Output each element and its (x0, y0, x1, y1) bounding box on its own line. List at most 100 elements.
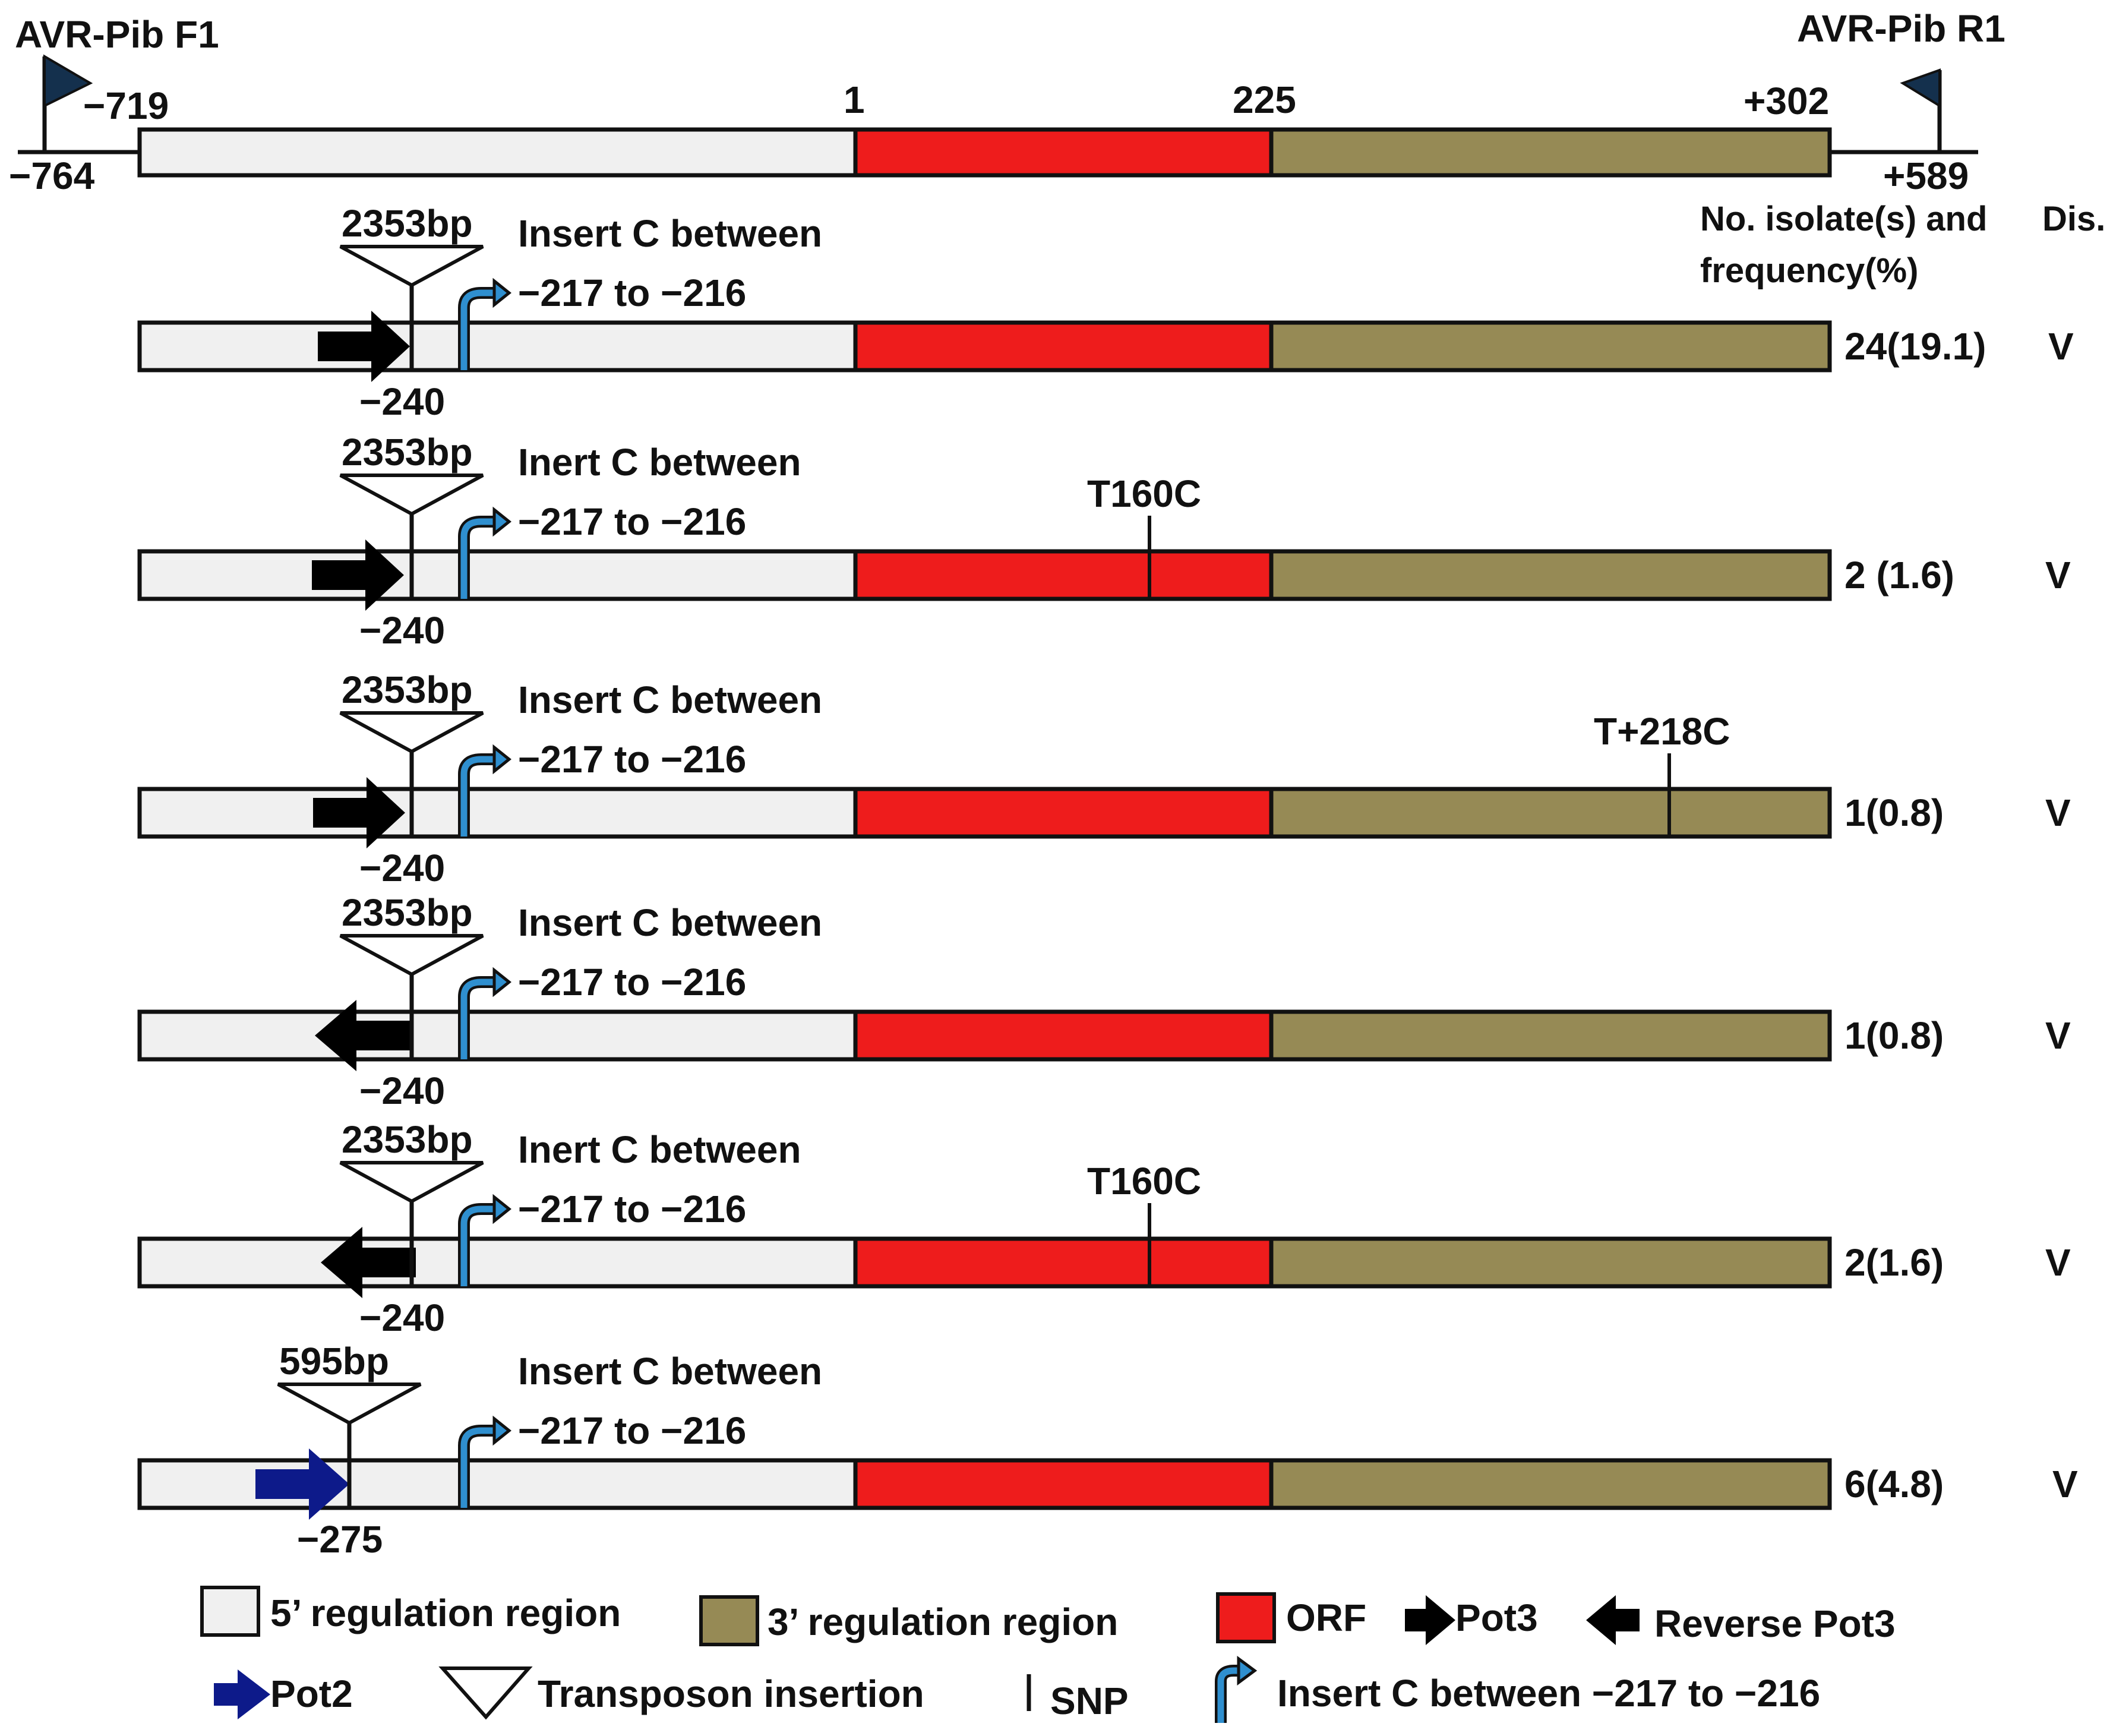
insert-size-label: 2353bp (342, 668, 473, 711)
legend-orf-swatch (1216, 1592, 1276, 1643)
insert-c-label-line2: −217 to −216 (518, 961, 746, 1003)
insert-c-label-line1: Inert C between (518, 441, 801, 484)
insert-c-arrowhead-icon (492, 1415, 512, 1446)
orf-region (853, 1009, 1274, 1062)
position-end-label: +589 (1883, 154, 1969, 197)
reverse-pot3-arrow-icon (321, 1227, 416, 1298)
legend-pot3-arrow-icon (1405, 1595, 1455, 1645)
isolates-frequency: 6(4.8) (1844, 1463, 1944, 1505)
insert-c-label-line2: −217 to −216 (518, 272, 746, 314)
insert-c-label-line2: −217 to −216 (518, 1188, 746, 1230)
three-prime-region (1269, 1458, 1832, 1510)
insert-c-label-line1: Insert C between (518, 212, 822, 255)
three-prime-region (1269, 320, 1832, 373)
position-five-prime-start-label: −719 (83, 84, 169, 127)
legend-pot2-arrow-icon (214, 1669, 270, 1719)
orf-region (853, 320, 1274, 373)
pot-position-label: −240 (359, 1296, 445, 1339)
legend-insert-c-arrowhead-icon (1237, 1656, 1258, 1686)
insert-c-label-line2: −217 to −216 (518, 500, 746, 543)
isolates-frequency: 2 (1.6) (1844, 554, 1954, 596)
legend-insert-c-label: Insert C between −217 to −216 (1277, 1672, 1820, 1715)
column-headers: No. isolate(s) and frequency(%) Dis. (1700, 200, 2105, 290)
distribution-value: V (2045, 554, 2071, 596)
reverse-primer-flag-icon (1900, 68, 1941, 108)
isolates-frequency: 1(0.8) (1844, 1014, 1944, 1057)
insert-size-label: 2353bp (342, 202, 473, 245)
transposon-insertion-icon (339, 1161, 484, 1204)
legend-insert-c-arrow-icon-fill (1217, 1667, 1242, 1723)
distribution-value: V (2052, 1463, 2078, 1505)
five-prime-region (137, 320, 858, 373)
legend-transposon-insertion-icon (438, 1666, 533, 1720)
pot-position-label: −275 (297, 1518, 383, 1561)
insert-c-label-line1: Insert C between (518, 678, 822, 721)
legend-five-prime-swatch (200, 1586, 260, 1637)
pot-position-label: −240 (359, 1069, 445, 1112)
snp-label: T160C (1087, 1160, 1201, 1202)
legend-snp-label: SNP (1050, 1680, 1129, 1722)
distribution-value: V (2045, 1014, 2071, 1057)
insert-c-label-line2: −217 to −216 (518, 1409, 746, 1452)
insert-c-label-line2: −217 to −216 (518, 738, 746, 781)
position-start-label: −764 (9, 154, 95, 197)
legend-reverse-pot3-label: Reverse Pot3 (1654, 1602, 1896, 1645)
legend-three-prime-swatch (699, 1595, 759, 1646)
insert-size-label: 2353bp (342, 431, 473, 474)
legend-orf-label: ORF (1286, 1596, 1366, 1639)
insert-c-label-line1: Insert C between (518, 1350, 822, 1393)
insert-c-arrow-icon-fill (460, 1205, 497, 1286)
three-prime-region (1269, 1009, 1832, 1062)
pot3-arrow-icon (318, 311, 410, 382)
legend-three-prime-label: 3’ regulation region (767, 1601, 1118, 1643)
forward-primer-label: AVR-Pib F1 (15, 13, 219, 56)
legend-pot2-label: Pot2 (270, 1672, 353, 1715)
distribution-value: V (2048, 325, 2074, 368)
legend-reverse-pot3-arrow-icon (1586, 1595, 1640, 1645)
position-orf-start-label: 1 (844, 78, 865, 121)
insert-c-arrowhead-icon (492, 744, 512, 775)
pot-position-label: −240 (359, 847, 445, 889)
orf-region (853, 787, 1274, 839)
legend-five-prime-label: 5’ regulation region (270, 1592, 621, 1634)
insert-c-label-line1: Inert C between (518, 1128, 801, 1171)
haplotype-row: T+218C 2353bp Insert C between −217 to −… (137, 668, 2071, 889)
transposon-insertion-icon (339, 245, 484, 288)
transposon-insertion-icon (277, 1383, 422, 1425)
orf-region (853, 1236, 1274, 1289)
reference-gene: AVR-Pib F1 AVR-Pib R1 −764 −719 1 225 +3… (9, 7, 2005, 197)
insert-c-arrow-icon-fill (460, 518, 497, 599)
transposon-insertion-icon (339, 711, 484, 754)
five-prime-region (137, 1009, 858, 1062)
snp-label: T160C (1087, 472, 1201, 515)
insert-c-arrowhead-icon (492, 1194, 512, 1224)
insert-c-arrow-icon-fill (460, 979, 497, 1059)
position-orf-end-label: 225 (1233, 78, 1296, 121)
orf-region (853, 1458, 1274, 1510)
five-prime-region (137, 787, 858, 839)
distribution-header: Dis. (2042, 200, 2105, 238)
transposon-insertion-icon (339, 474, 484, 516)
insert-size-label: 2353bp (342, 1118, 473, 1161)
isolates-frequency: 1(0.8) (1844, 791, 1944, 834)
insert-c-arrowhead-icon (492, 967, 512, 998)
insert-c-arrow-icon-fill (460, 1427, 497, 1508)
insert-c-arrowhead-icon (492, 277, 512, 308)
three-prime-region (1269, 1236, 1832, 1289)
snp-label: T+218C (1594, 710, 1730, 753)
insert-c-arrow-icon-fill (460, 289, 497, 370)
pot-position-label: −240 (359, 380, 445, 423)
position-three-prime-end-label: +302 (1744, 80, 1829, 122)
insert-c-arrow-icon-fill (460, 756, 497, 837)
reference-three-prime-region (1269, 127, 1832, 178)
isolates-frequency: 2(1.6) (1844, 1241, 1944, 1284)
pot3-arrow-icon (312, 539, 404, 611)
isolates-header-line1: No. isolate(s) and (1700, 200, 1987, 238)
legend-pot3-label: Pot3 (1455, 1596, 1538, 1639)
transposon-insertion-icon (339, 934, 484, 977)
five-prime-region (137, 1458, 858, 1510)
pot3-arrow-icon (313, 777, 405, 848)
haplotype-row: T160C 2353bp Inert C between −217 to −21… (137, 1118, 2071, 1339)
pot-position-label: −240 (359, 609, 445, 652)
reverse-pot3-arrow-icon (315, 1000, 413, 1071)
